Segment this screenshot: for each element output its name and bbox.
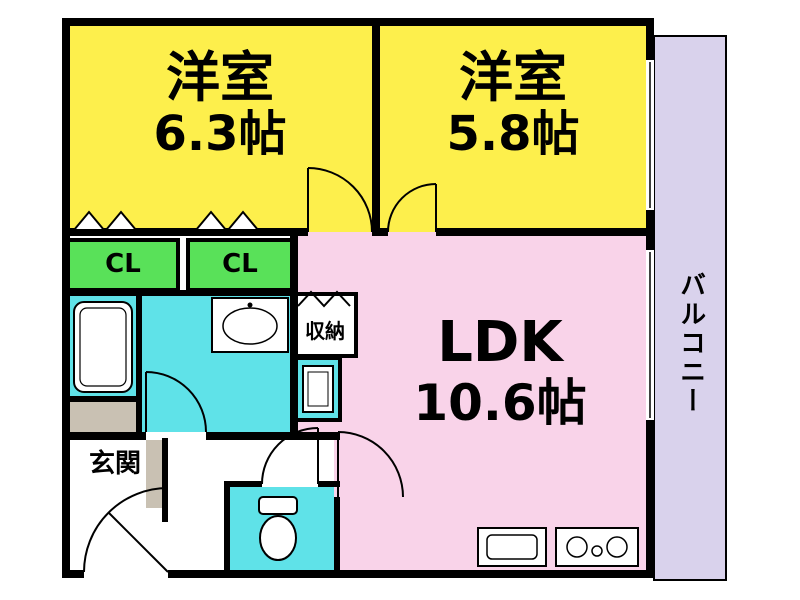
fold-door-triangle [193, 210, 229, 231]
balcony-openings [646, 60, 654, 420]
entrance-label: 玄関 [88, 449, 141, 479]
bathtub-outer [73, 301, 133, 393]
stove-icon [555, 527, 639, 567]
wall-ldk-left [290, 228, 298, 440]
kitchen-sink-icon [477, 527, 547, 567]
storage-fold-door-icon [297, 290, 351, 308]
wall-under-bedroom1 [62, 228, 308, 236]
closet-1-box [66, 238, 180, 292]
sink-basin [486, 534, 538, 560]
bedroom-1-size: 6.3帖 [153, 106, 287, 163]
ldk-name: LDK [437, 310, 563, 375]
door-arc [83, 487, 169, 573]
sink-counter [477, 527, 547, 567]
door-arc [337, 431, 404, 498]
washer-body [307, 371, 329, 407]
bedroom-1-name: 洋室 [166, 46, 274, 109]
wall-toilet-left [224, 481, 230, 578]
bathtub-icon [73, 301, 133, 393]
door-swings [83, 167, 437, 573]
wall-under-bedroom2 [436, 228, 654, 236]
room-bedroom-1-label: 洋室 6.3帖 [90, 46, 350, 163]
wall-bedroom-divider [372, 18, 380, 236]
door-arc [261, 427, 319, 485]
balcony-floor [653, 35, 727, 581]
wall-genkan-divider [162, 438, 168, 522]
washing-machine-icon [302, 365, 334, 413]
door-swing-ldk [337, 431, 404, 498]
wall-bottom-left [62, 570, 84, 578]
room-ldk-floor [296, 232, 646, 570]
closet-1-label: CL [105, 249, 141, 279]
vanity-basin [222, 307, 278, 345]
wall-bath-bottom [62, 396, 142, 402]
door-arc [387, 183, 437, 233]
balcony-label: バルコニー [675, 270, 706, 416]
toilet-icon [258, 496, 298, 561]
room-ldk-label: LDK 10.6帖 [380, 310, 620, 432]
burner-left [566, 536, 588, 558]
wall-bottom [168, 570, 654, 578]
door-swing-bedroom-2 [387, 183, 437, 233]
wall-wash-bottom-right [206, 432, 340, 440]
door-swing-entrance [83, 487, 169, 573]
ldk-size: 10.6帖 [413, 373, 587, 432]
bath-entry-tile [68, 402, 138, 432]
wall-bath-wash-divider [136, 290, 142, 432]
vanity-faucet [247, 302, 253, 308]
fold-door-triangle [225, 210, 261, 231]
door-arc [145, 371, 207, 433]
wall-toilet-top-right [318, 481, 340, 487]
fold-door-triangle [71, 210, 107, 231]
wall-wash-bottom-left [62, 432, 146, 440]
door-arc [307, 167, 373, 233]
toilet-tank [258, 496, 298, 515]
vanity-sink-icon [211, 297, 289, 353]
door-swing-toilet [261, 427, 319, 485]
hallway-floor [168, 440, 334, 487]
bedroom-2-name: 洋室 [459, 46, 567, 109]
closet-2-label: CL [222, 249, 258, 279]
bathtub-inner [79, 307, 127, 387]
bedroom-2-size: 5.8帖 [446, 106, 580, 163]
closet-fold-doors-icon [71, 210, 261, 231]
wall-under-closets [62, 290, 298, 296]
room-bedroom-2-label: 洋室 5.8帖 [393, 46, 633, 163]
storage-label: 収納 [305, 319, 345, 343]
burner-right [606, 536, 628, 558]
fold-door-triangle [103, 210, 139, 231]
door-swing-bedroom-1 [307, 167, 373, 233]
room-bedroom-1-floor [68, 24, 372, 232]
hallway-floor-lower [168, 487, 224, 570]
wall-under-bedroom-mid [372, 228, 388, 236]
stove-top [555, 527, 639, 567]
door-swing-washroom [145, 371, 207, 433]
burner-small [591, 545, 603, 557]
wall-top [62, 18, 654, 26]
toilet-bowl [259, 515, 297, 561]
room-bedroom-2-floor [380, 24, 646, 232]
shoe-cabinet [146, 440, 162, 508]
wall-toilet-top-left [224, 481, 262, 487]
wall-ldk-lower-left [334, 497, 340, 578]
door-leaf [108, 512, 169, 573]
wall-left [62, 18, 70, 578]
